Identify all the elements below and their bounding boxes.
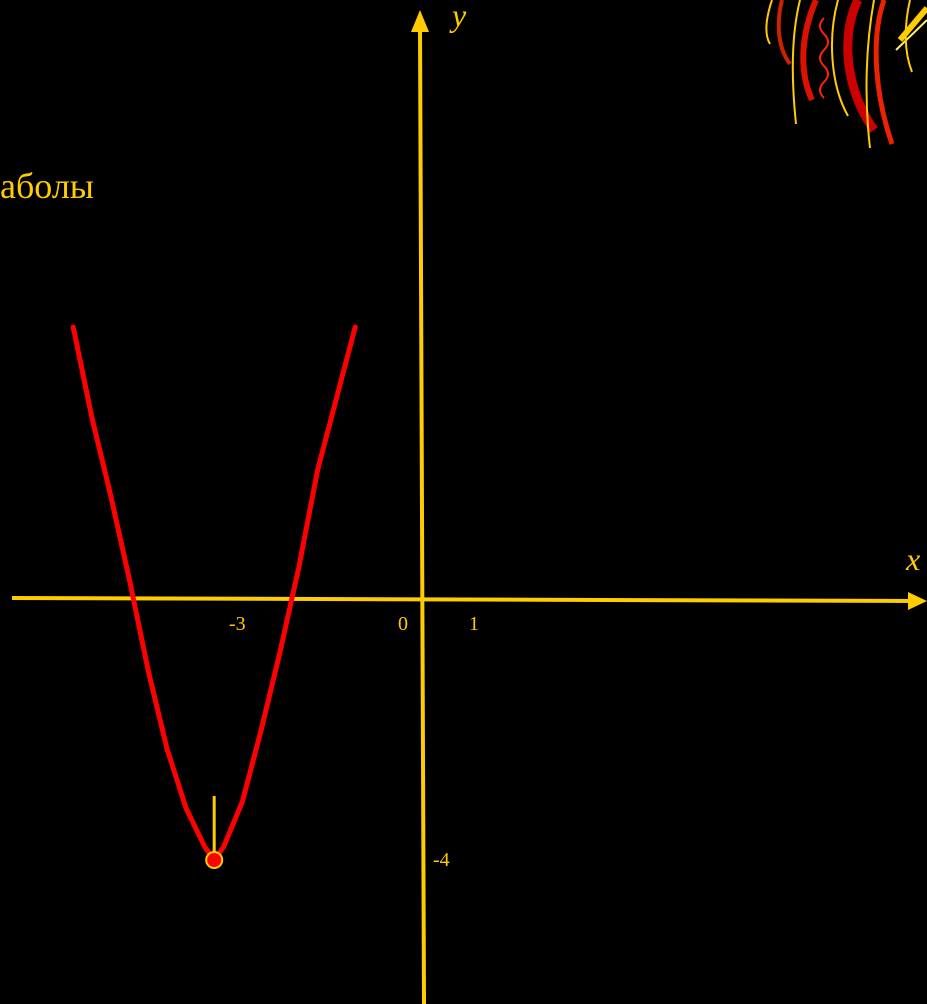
x-tick-label: -3 — [229, 613, 246, 635]
parabola-curve — [70, 324, 358, 863]
caption-text: аболы — [0, 166, 94, 206]
y-tick-label: -4 — [433, 849, 450, 871]
x-axis-label: x — [905, 541, 920, 577]
x-tick-label: 1 — [469, 613, 479, 635]
y-axis-line — [418, 25, 426, 1004]
x-tick-label: 0 — [398, 613, 408, 635]
x-axis-line — [11, 596, 915, 603]
flame-strokes-icon — [765, 0, 927, 149]
y-axis-label: y — [449, 0, 467, 33]
axes — [11, 10, 927, 1004]
vertex-point — [205, 851, 224, 869]
x-axis-arrow-icon — [908, 592, 927, 610]
y-axis-arrow-icon — [411, 10, 429, 32]
